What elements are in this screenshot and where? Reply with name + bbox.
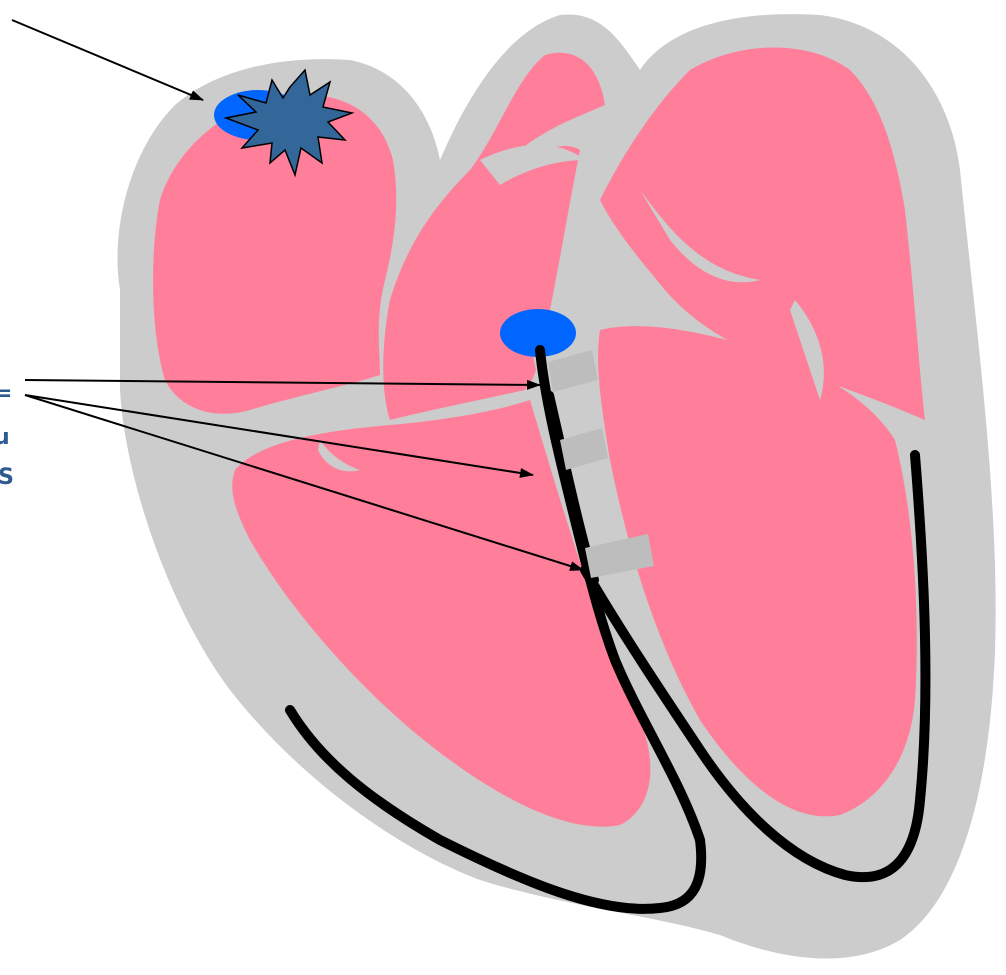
label-line-2: u bbox=[0, 425, 10, 450]
sa-pointer-arrow bbox=[12, 20, 203, 100]
label-line-3: IS bbox=[0, 465, 14, 490]
label-line-1: = bbox=[0, 381, 12, 406]
